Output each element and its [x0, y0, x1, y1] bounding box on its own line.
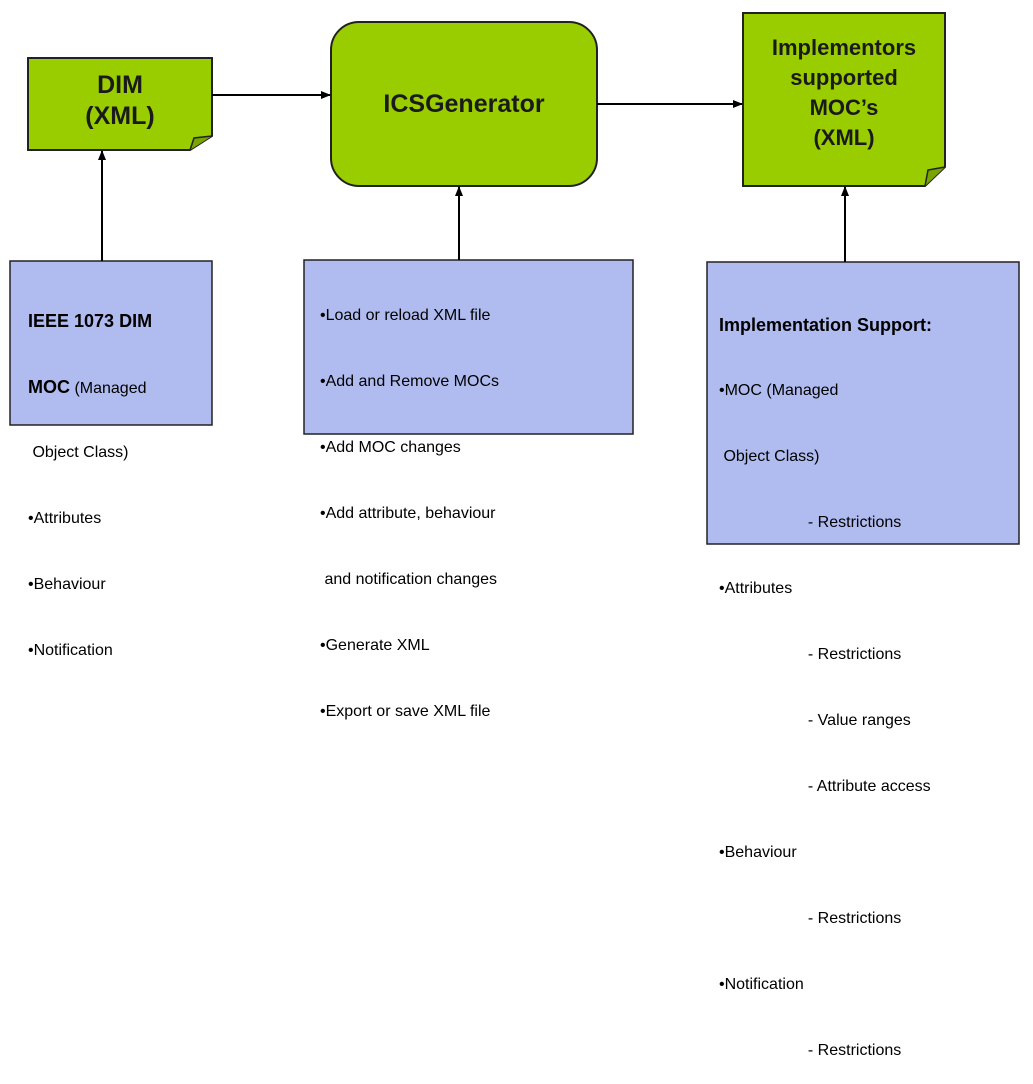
feature-item: and notification changes	[320, 571, 498, 588]
support-item: - Restrictions	[719, 514, 902, 531]
support-item: - Attribute access	[719, 778, 931, 795]
dim-node	[27, 57, 213, 151]
dim-moc-box	[9, 260, 213, 426]
dim-moc-item: •Attributes	[28, 510, 102, 527]
support-item: •Notification	[719, 976, 804, 993]
support-item: - Value ranges	[719, 712, 911, 729]
support-item: - Restrictions	[719, 910, 902, 927]
implementation-support-text: Implementation Support: •MOC (Managed Ob…	[719, 270, 1015, 1084]
dim-moc-heading-line1: IEEE 1073 DIM	[28, 311, 153, 331]
dim-moc-text: IEEE 1073 DIM MOC (Managed Object Class)…	[28, 266, 208, 684]
feature-item: •Add attribute, behaviour	[320, 505, 496, 522]
diagram-canvas	[9, 12, 1020, 545]
feature-item: •Export or save XML file	[320, 703, 491, 720]
support-item: Object Class)	[719, 448, 820, 465]
feature-item: •Generate XML	[320, 637, 430, 654]
dim-moc-heading-line3: Object Class)	[28, 444, 129, 461]
dim-moc-item: •Behaviour	[28, 576, 106, 593]
implementors-title: Implementors supported MOC’s (XML)	[771, 35, 917, 150]
implementors-node	[742, 12, 946, 187]
dim-moc-heading-managed: (Managed	[70, 380, 147, 397]
support-item: •MOC (Managed	[719, 382, 839, 399]
support-item: •Behaviour	[719, 844, 797, 861]
feature-item: •Load or reload XML file	[320, 307, 491, 324]
support-item: •Attributes	[719, 580, 793, 597]
generator-title: ICSGenerator	[383, 90, 545, 118]
dim-moc-heading-moc: MOC	[28, 377, 70, 397]
support-item: - Restrictions	[719, 1042, 902, 1059]
support-item: - Restrictions	[719, 646, 902, 663]
feature-item: •Add MOC changes	[320, 439, 461, 456]
implementation-support-box	[706, 261, 1020, 545]
dim-title: DIM (XML)	[85, 71, 155, 130]
feature-item: •Add and Remove MOCs	[320, 373, 500, 390]
dim-moc-item: •Notification	[28, 642, 113, 659]
dim-moc-heading-line2: MOC (Managed	[28, 376, 208, 398]
generator-features-box	[303, 259, 634, 435]
implementation-support-heading: Implementation Support:	[719, 315, 932, 335]
generator-features-text: •Load or reload XML file •Add and Remove…	[320, 261, 625, 745]
